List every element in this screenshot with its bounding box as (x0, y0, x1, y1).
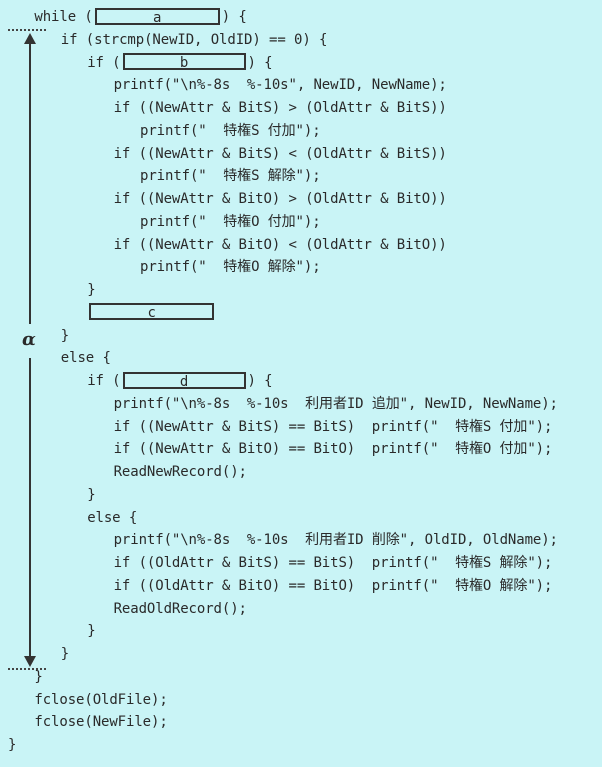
blank-box-b: b (122, 53, 246, 71)
code-text: } (34, 668, 43, 685)
code-line: if ((NewAttr & BitO) > (OldAttr & BitO)) (114, 188, 447, 210)
code-line: if (strcmp(NewID, OldID) == 0) { (61, 29, 328, 51)
code-line: } (87, 279, 95, 301)
code-line: if ((OldAttr & BitS) == BitS) printf(" 特… (114, 552, 553, 574)
code-line: else { (87, 507, 137, 529)
code-text: printf("\n%-8s %-10s", NewID, NewName); (113, 77, 447, 94)
code-text: } (87, 623, 96, 640)
code-line: printf(" 特権S 解除"); (140, 165, 321, 187)
code-line: printf("\n%-8s %-10s 利用者ID 削除", OldID, O… (114, 529, 558, 551)
code-text: if ((NewAttr & BitS) > (OldAttr & BitS)) (113, 100, 447, 116)
code-line: if ((NewAttr & BitS) > (OldAttr & BitS)) (114, 97, 447, 119)
code-line: if ((NewAttr & BitS) < (OldAttr & BitS)) (114, 143, 447, 165)
code-line: printf(" 特権O 解除"); (140, 256, 321, 278)
code-line: } (61, 325, 69, 347)
code-text: if ((OldAttr & BitS) == BitS) printf(" 特… (113, 555, 553, 571)
code-text: ) { (247, 373, 273, 389)
code-text: if ((NewAttr & BitO) == BitO) printf(" 特… (113, 441, 553, 458)
code-line: } (61, 643, 69, 665)
code-text: if ( (87, 54, 121, 71)
code-line: } (8, 734, 16, 756)
code-text: printf("\n%-8s %-10s 利用者ID 追加", NewID, N… (113, 395, 558, 412)
code-line: printf("\n%-8s %-10s", NewID, NewName); (114, 74, 447, 96)
code-line: fclose(OldFile); (34, 689, 167, 711)
code-text: if ((NewAttr & BitS) == BitS) printf(" 特… (113, 418, 553, 435)
range-line-upper (29, 42, 31, 324)
code-line: printf(" 特権O 付加"); (140, 211, 321, 233)
code-text: if ((NewAttr & BitS) < (OldAttr & BitS)) (113, 145, 447, 162)
code-text: printf(" 特権O 付加"); (140, 213, 321, 230)
code-text: if ((NewAttr & BitO) > (OldAttr & BitO)) (113, 191, 447, 207)
code-line: if ((NewAttr & BitO) < (OldAttr & BitO)) (114, 234, 447, 256)
code-line: printf(" 特権S 付加"); (140, 120, 321, 142)
code-text: while ( (34, 9, 93, 25)
code-text: fclose(NewFile); (34, 714, 168, 731)
code-line: else { (61, 347, 111, 369)
code-text: } (60, 327, 70, 344)
code-line: } (87, 620, 95, 642)
code-line: } (34, 666, 42, 688)
code-line: if ((NewAttr & BitS) == BitS) printf(" 特… (114, 416, 553, 438)
code-line: if (d) { (87, 370, 273, 392)
code-text: printf("\n%-8s %-10s 利用者ID 削除", OldID, O… (113, 532, 558, 549)
code-text: fclose(OldFile); (34, 691, 168, 708)
code-line: printf("\n%-8s %-10s 利用者ID 追加", NewID, N… (114, 393, 558, 415)
code-line: if ((OldAttr & BitO) == BitO) printf(" 特… (114, 575, 553, 597)
code-line: ReadNewRecord(); (114, 461, 247, 483)
code-line: } (87, 484, 95, 506)
range-end-marker (8, 668, 46, 670)
code-text: ReadNewRecord(); (113, 464, 247, 480)
code-text: } (87, 282, 96, 298)
code-line: if (b) { (87, 52, 273, 74)
code-text: if (strcmp(NewID, OldID) == 0) { (60, 31, 328, 48)
code-text: } (60, 646, 70, 662)
code-text: printf(" 特権S 付加"); (140, 122, 321, 139)
code-text: if ((OldAttr & BitO) == BitO) printf(" 特… (113, 577, 553, 594)
code-line: if ((NewAttr & BitO) == BitO) printf(" 特… (114, 438, 553, 460)
code-line: c (87, 302, 216, 324)
code-text: printf(" 特権S 解除"); (140, 168, 321, 185)
code-text: printf(" 特権O 解除"); (140, 259, 321, 276)
blank-box-a: a (94, 7, 220, 26)
code-line: while (a) { (34, 6, 247, 28)
range-start-marker (8, 29, 46, 31)
blank-box-d: d (122, 371, 246, 390)
code-text: } (8, 737, 17, 753)
code-text: ) { (247, 54, 273, 71)
code-line: fclose(NewFile); (34, 711, 167, 733)
code-text: if ((NewAttr & BitO) < (OldAttr & BitO)) (113, 236, 447, 253)
range-line-lower (29, 358, 31, 658)
arrow-down-icon (24, 656, 36, 667)
code-text: else { (60, 350, 111, 367)
code-line: ReadOldRecord(); (114, 598, 247, 620)
code-text: } (87, 486, 96, 503)
range-label-alpha: α (22, 329, 36, 350)
code-text: else { (87, 509, 138, 526)
code-text: if ( (87, 373, 121, 389)
arrow-up-icon (24, 33, 36, 44)
blank-box-c: c (89, 303, 215, 321)
code-text: ReadOldRecord(); (113, 600, 247, 617)
code-text: ) { (221, 9, 247, 25)
